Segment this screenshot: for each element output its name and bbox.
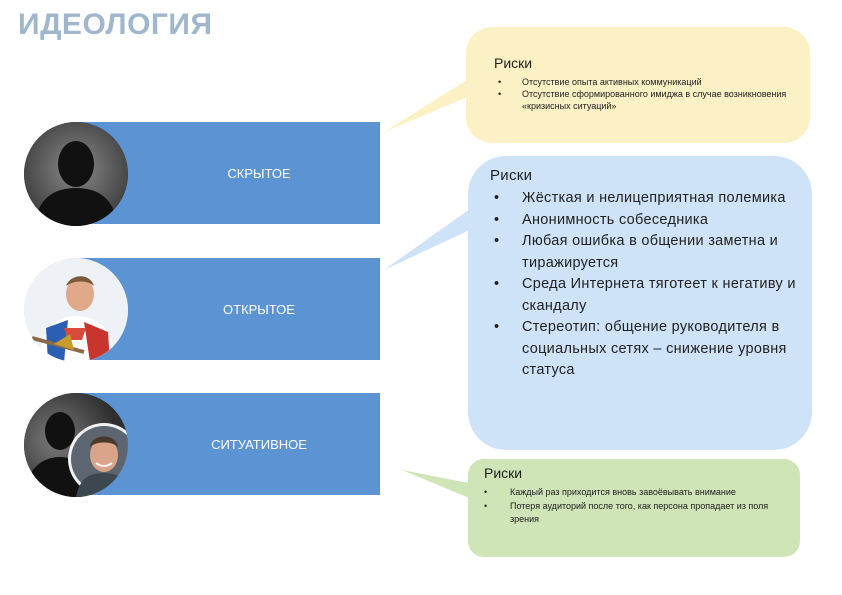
list-item: Среда Интернета тяготеет к негативу и ск… xyxy=(494,274,807,317)
band-label: СИТУАТИВНОЕ xyxy=(211,436,307,452)
list-item: Любая ошибка в общении заметна и тиражир… xyxy=(494,231,807,274)
page-title: ИДЕОЛОГИЯ xyxy=(18,8,213,41)
risks-callout-hidden: Риски Отсутствие опыта активных коммуник… xyxy=(466,27,810,143)
risks-list: Отсутствие опыта активных коммуникаций О… xyxy=(498,76,792,112)
list-item: Каждый раз приходится вновь завоёвывать … xyxy=(484,486,780,500)
pointer-open xyxy=(384,206,474,270)
band-label: СКРЫТОЕ xyxy=(227,165,291,181)
pointer-hidden xyxy=(384,78,470,132)
list-item: Отсутствие опыта активных коммуникаций xyxy=(498,76,792,88)
risks-callout-open: Риски Жёсткая и нелицеприятная полемика … xyxy=(468,156,812,450)
list-item: Отсутствие сформированного имиджа в случ… xyxy=(498,88,792,112)
band-situational: СИТУАТИВНОЕ xyxy=(78,393,380,495)
silhouette-avatar-icon xyxy=(24,122,128,226)
list-item: Стереотип: общение руководителя в социал… xyxy=(494,317,807,382)
band-label: ОТКРЫТОЕ xyxy=(223,301,295,317)
risks-list: Каждый раз приходится вновь завоёвывать … xyxy=(484,486,780,527)
silhouette-with-man-photo xyxy=(24,393,128,497)
callout-heading: Риски xyxy=(484,465,523,481)
callout-heading: Риски xyxy=(494,55,533,71)
list-item: Потеря аудиторий после того, как персона… xyxy=(484,500,780,527)
list-item: Жёсткая и нелицеприятная полемика xyxy=(494,188,807,210)
band-hidden: СКРЫТОЕ xyxy=(78,122,380,224)
list-item: Анонимность собеседника xyxy=(494,210,807,232)
hockey-player-photo xyxy=(24,258,128,362)
risks-callout-situational: Риски Каждый раз приходится вновь завоёв… xyxy=(468,459,800,557)
risks-list: Жёсткая и нелицеприятная полемика Аноним… xyxy=(494,188,807,382)
band-open: ОТКРЫТОЕ xyxy=(78,258,380,360)
callout-heading: Риски xyxy=(490,167,533,184)
pointer-situational xyxy=(402,470,474,500)
